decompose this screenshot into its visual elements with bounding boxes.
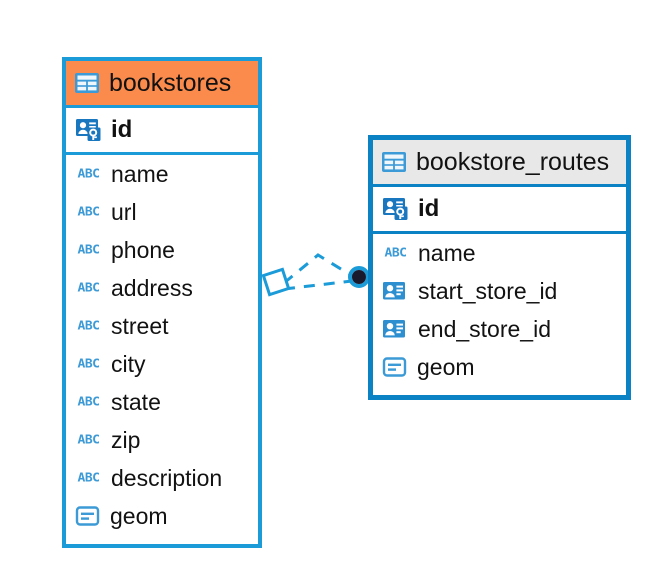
primary-key-icon: [75, 118, 102, 142]
field-row-phone[interactable]: ABC phone: [66, 231, 258, 269]
field-row-state[interactable]: ABC state: [66, 383, 258, 421]
field-row-name[interactable]: ABC name: [66, 155, 258, 193]
field-label: name: [111, 160, 169, 187]
field-label: end_store_id: [418, 315, 551, 342]
primary-key-icon: [382, 197, 409, 221]
abc-icon: ABC: [77, 319, 100, 333]
field-label: url: [111, 198, 137, 225]
relationship-line-lower: [283, 279, 353, 291]
field-row-id[interactable]: id: [66, 108, 258, 155]
field-label: start_store_id: [418, 277, 558, 304]
geometry-icon: [75, 505, 101, 527]
table-icon: [381, 151, 407, 173]
geometry-icon: [382, 356, 408, 378]
foreign-key-icon: [382, 280, 409, 302]
field-row-address[interactable]: ABC address: [66, 269, 258, 307]
field-label: name: [418, 239, 476, 266]
abc-icon: ABC: [77, 433, 100, 447]
relationship-line-upper: [283, 253, 355, 285]
field-row-street[interactable]: ABC street: [66, 307, 258, 345]
field-row-id[interactable]: id: [373, 187, 626, 234]
field-label: id: [111, 116, 133, 143]
field-row-start-store-id[interactable]: start_store_id: [373, 272, 626, 310]
table-title: bookstores: [109, 68, 232, 97]
table-bookstore-routes[interactable]: bookstore_routes: [368, 135, 631, 400]
field-label: description: [111, 464, 223, 491]
field-row-end-store-id[interactable]: end_store_id: [373, 310, 626, 348]
foreign-key-icon: [382, 318, 409, 340]
table-header-bookstores[interactable]: bookstores: [66, 61, 258, 108]
field-row-url[interactable]: ABC url: [66, 193, 258, 231]
field-row-geom[interactable]: geom: [66, 497, 258, 535]
table-icon: [74, 72, 100, 94]
diamond-marker: [261, 267, 291, 297]
field-label: address: [111, 274, 193, 301]
field-label: id: [418, 195, 440, 222]
field-list-bookstore-routes: id ABC name start_store_id: [373, 187, 626, 386]
field-label: phone: [111, 236, 175, 263]
field-row-city[interactable]: ABC city: [66, 345, 258, 383]
field-list-bookstores: id ABC name ABC url ABC phone ABC addres…: [66, 108, 258, 535]
abc-icon: ABC: [77, 167, 100, 181]
field-label: state: [111, 388, 161, 415]
field-label: zip: [111, 426, 141, 453]
field-label: geom: [417, 353, 475, 380]
abc-icon: ABC: [77, 471, 100, 485]
abc-icon: ABC: [384, 246, 407, 260]
field-row-zip[interactable]: ABC zip: [66, 421, 258, 459]
table-bookstores[interactable]: bookstores: [62, 57, 262, 548]
field-row-geom[interactable]: geom: [373, 348, 626, 386]
field-label: geom: [110, 502, 168, 529]
abc-icon: ABC: [77, 357, 100, 371]
abc-icon: ABC: [77, 243, 100, 257]
abc-icon: ABC: [77, 395, 100, 409]
field-label: city: [111, 350, 146, 377]
field-label: street: [111, 312, 169, 339]
field-row-name[interactable]: ABC name: [373, 234, 626, 272]
field-row-description[interactable]: ABC description: [66, 459, 258, 497]
abc-icon: ABC: [77, 281, 100, 295]
table-title: bookstore_routes: [416, 147, 610, 176]
filled-circle-marker: [348, 266, 370, 288]
table-header-bookstore-routes[interactable]: bookstore_routes: [373, 140, 626, 187]
abc-icon: ABC: [77, 205, 100, 219]
